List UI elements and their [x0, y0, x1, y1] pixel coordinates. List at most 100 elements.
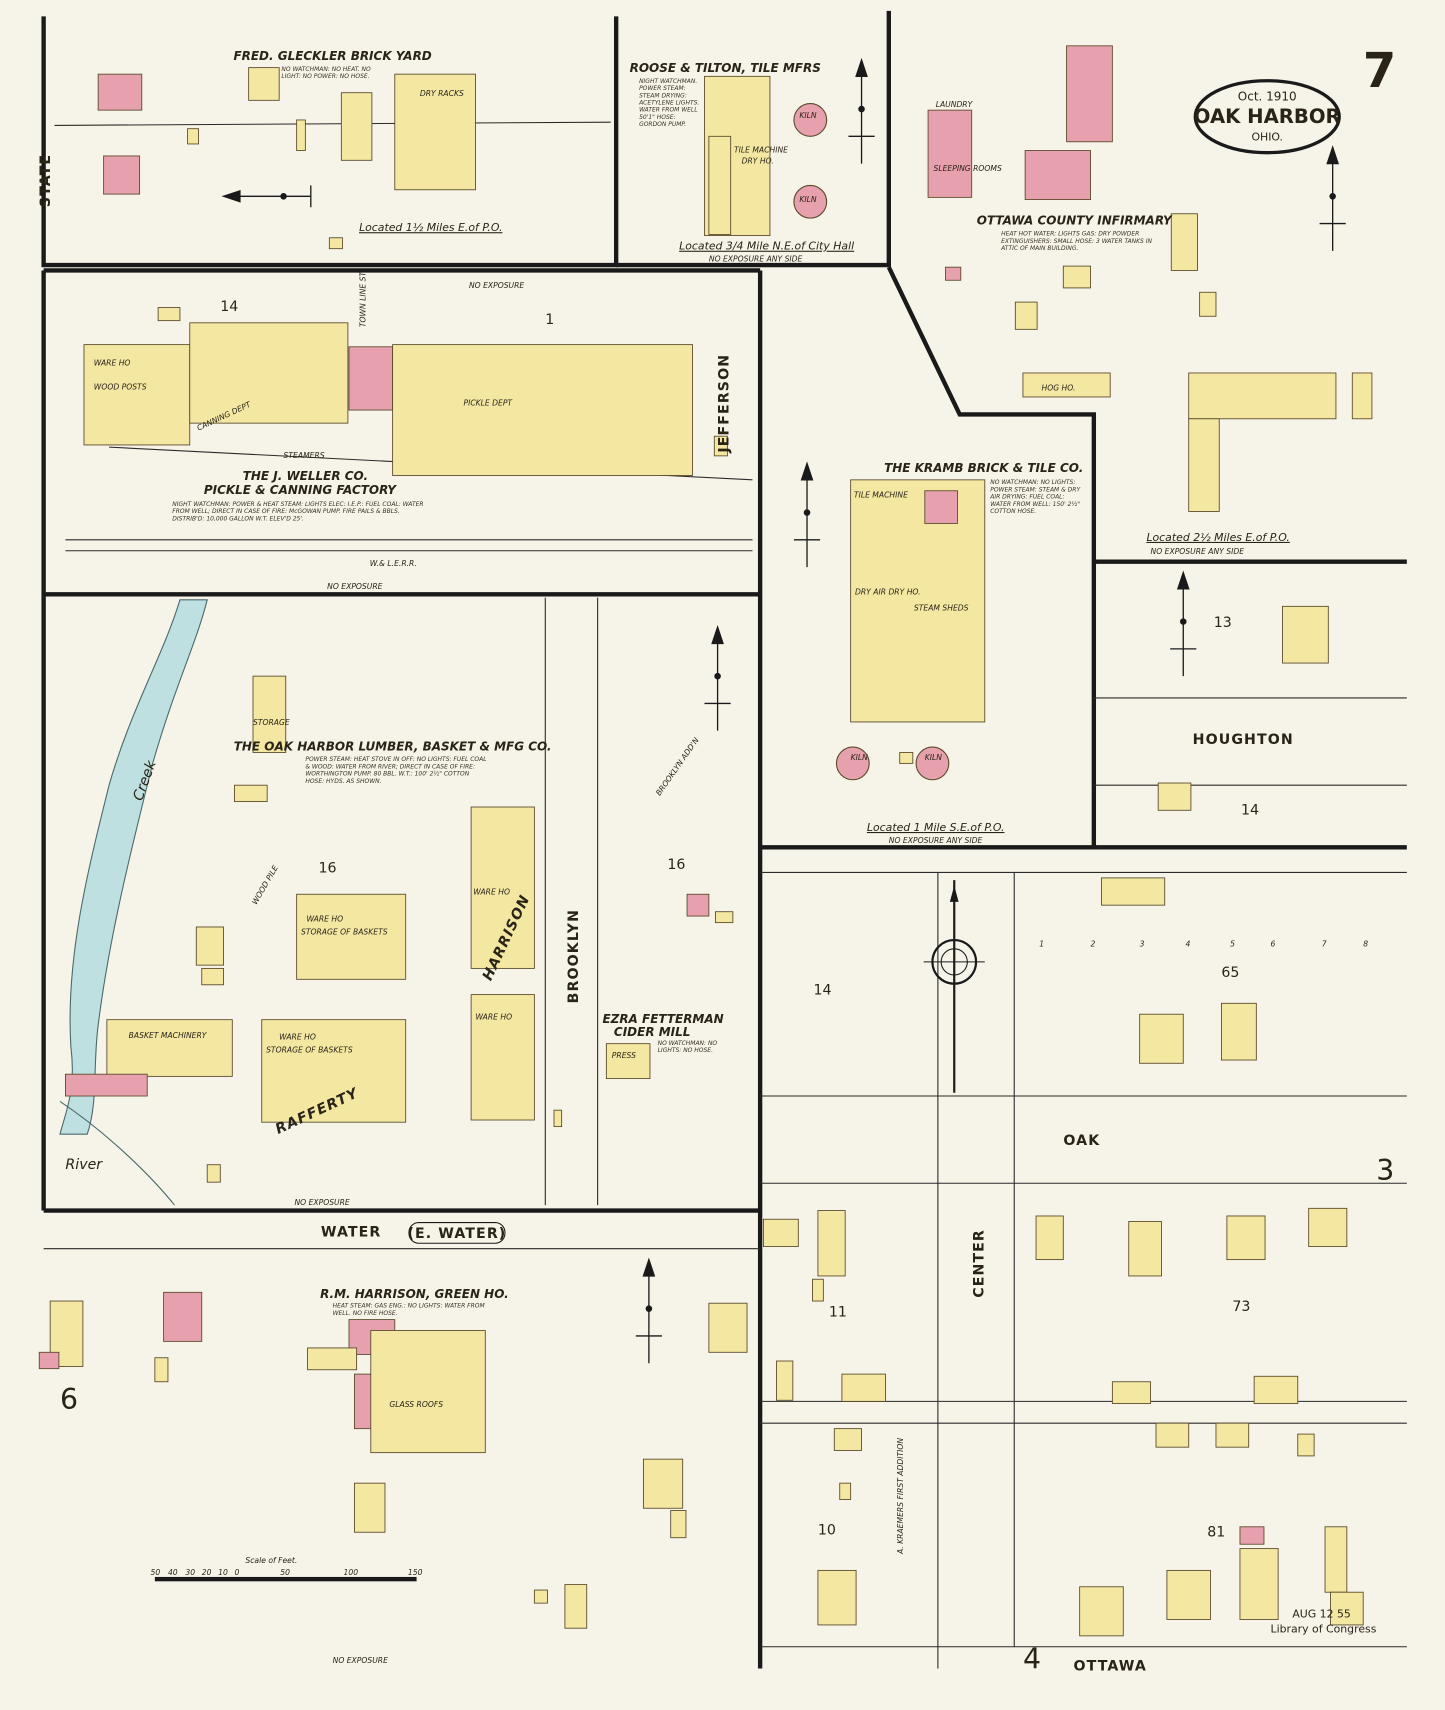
- building-footprint: [470, 994, 535, 1121]
- building-footprint: [553, 1109, 563, 1127]
- building-footprint: [708, 135, 732, 235]
- lot-number: 2: [1091, 940, 1096, 949]
- label-dry-racks: DRY RACKS: [420, 89, 464, 98]
- north-arrow-dot: [645, 1305, 653, 1312]
- label-kiln-2: KILN: [799, 195, 816, 204]
- scale-tick: 150: [408, 1568, 423, 1577]
- building-footprint: [776, 1360, 794, 1401]
- lot-number: 8: [1363, 940, 1368, 949]
- building-footprint: [154, 1357, 169, 1383]
- building-footprint: [1324, 1526, 1348, 1593]
- building-footprint: [1188, 372, 1337, 420]
- roose-tilton-note: NIGHT WATCHMAN.POWER STEAM:STEAM DRYING:…: [638, 78, 699, 128]
- building-footprint: [296, 119, 306, 151]
- kramb-note: NO WATCHMAN: NO LIGHTS:POWER STEAM: STEA…: [989, 479, 1081, 515]
- exposure-note-bottom: NO EXPOSURE: [333, 1656, 388, 1665]
- north-arrow-dot: [1179, 618, 1187, 625]
- weller-subtitle: PICKLE & CANNING FACTORY: [204, 483, 397, 497]
- adjacent-sheet-bottom: 4: [1023, 1643, 1041, 1676]
- building-footprint: [670, 1509, 687, 1539]
- block-number: 14: [220, 299, 238, 315]
- label-ware-ho-1: WARE HO: [306, 915, 343, 924]
- building-footprint: [817, 1569, 857, 1626]
- label-dry-ho: DRY HO.: [742, 157, 774, 166]
- building-footprint: [924, 490, 958, 524]
- compass-rose-icon: [923, 880, 985, 1093]
- lumber-title: THE OAK HARBOR LUMBER, BASKET & MFG CO.: [234, 739, 552, 753]
- building-footprint: [394, 73, 476, 191]
- building-footprint: [83, 344, 191, 446]
- building-footprint: [833, 1428, 862, 1451]
- label-storage: STORAGE: [253, 718, 290, 727]
- street-state: STATE: [38, 154, 54, 207]
- building-footprint: [1308, 1207, 1348, 1247]
- building-footprint: [839, 1482, 852, 1500]
- label-sleeping-rooms: SLEEPING ROOMS: [934, 164, 1002, 173]
- block-number: 11: [829, 1304, 847, 1320]
- block-number: 1: [545, 312, 554, 328]
- building-footprint: [1066, 45, 1113, 143]
- building-footprint: [1024, 150, 1092, 201]
- scale-tick: 50: [280, 1568, 290, 1577]
- north-arrow-dot: [714, 672, 721, 680]
- weller-note: NIGHT WATCHMAN: POWER & HEAT STEAM: LIGH…: [172, 501, 423, 522]
- building-footprint: [686, 893, 710, 917]
- scale-title: Scale of Feet.: [245, 1556, 297, 1565]
- building-footprint: [1220, 1002, 1257, 1061]
- block-number: 16: [318, 860, 336, 876]
- label-ware-ho-3: WARE HO: [473, 887, 510, 896]
- label-storage-baskets-1: STORAGE OF BASKETS: [301, 928, 388, 937]
- building-footprint: [353, 1482, 386, 1533]
- label-dry-air: DRY AIR DRY HO.: [855, 587, 921, 596]
- label-steamers: STEAMERS: [284, 451, 325, 460]
- fetterman-title: EZRA FETTERMAN: [602, 1012, 723, 1026]
- building-footprint: [252, 675, 287, 753]
- scale-tick: 50: [151, 1568, 161, 1577]
- label-kiln-1: KILN: [799, 111, 816, 120]
- kiln-footprint: [793, 103, 828, 137]
- building-footprint: [470, 806, 535, 969]
- label-kramb-tile-machine: TILE MACHINE: [854, 490, 908, 499]
- label-tile-machine: TILE MACHINE: [734, 146, 788, 155]
- street-houghton: HOUGHTON: [1193, 732, 1294, 748]
- railroad-label: W.& L.E.R.R.: [370, 559, 417, 568]
- fetterman-subtitle: CIDER MILL: [614, 1025, 690, 1039]
- creek-river: [59, 599, 208, 1135]
- label-ware-ho-4: WARE HO: [475, 1013, 512, 1022]
- building-footprint: [1101, 877, 1166, 906]
- building-footprint: [1351, 372, 1373, 420]
- building-footprint: [899, 752, 914, 764]
- stamp-date: AUG 12 55: [1292, 1607, 1351, 1620]
- map-state: OHIO.: [1251, 131, 1283, 144]
- building-footprint: [1199, 291, 1217, 317]
- building-footprint: [370, 1330, 486, 1454]
- building-footprint: [234, 784, 268, 802]
- lot-number: 7: [1322, 940, 1327, 949]
- label-kiln-3: KILN: [851, 753, 868, 762]
- exposure-note-infirmary: NO EXPOSURE ANY SIDE: [1151, 547, 1245, 556]
- label-laundry: LAUNDRY: [936, 100, 974, 109]
- buildings-layer: [38, 45, 1373, 1637]
- building-footprint: [841, 1373, 886, 1402]
- label-glass-roofs: GLASS ROOFS: [389, 1400, 443, 1409]
- building-footprint: [642, 1458, 684, 1509]
- harrison-title: R.M. HARRISON, GREEN HO.: [320, 1287, 509, 1301]
- block-number: 81: [1207, 1525, 1225, 1541]
- river-label: River: [65, 1157, 103, 1173]
- exposure-note-kramb: NO EXPOSURE ANY SIDE: [889, 836, 983, 845]
- street-town-line: TOWN LINE ST.: [358, 270, 367, 327]
- scale-tick: 100: [344, 1568, 359, 1577]
- library-stamp: AUG 12 55 Library of Congress: [1271, 1607, 1377, 1635]
- lot-number: 4: [1185, 940, 1190, 949]
- building-footprint: [1062, 265, 1092, 289]
- label-storage-baskets-2: STORAGE OF BASKETS: [266, 1045, 353, 1054]
- building-footprint: [1157, 782, 1192, 811]
- label-hog-ho: HOG HO.: [1041, 383, 1075, 392]
- building-footprint: [1297, 1433, 1315, 1457]
- building-footprint: [248, 67, 280, 101]
- building-footprint: [296, 893, 407, 980]
- building-footprint: [1282, 605, 1329, 664]
- block-number: 13: [1214, 615, 1232, 631]
- north-arrow-icon: [221, 185, 312, 208]
